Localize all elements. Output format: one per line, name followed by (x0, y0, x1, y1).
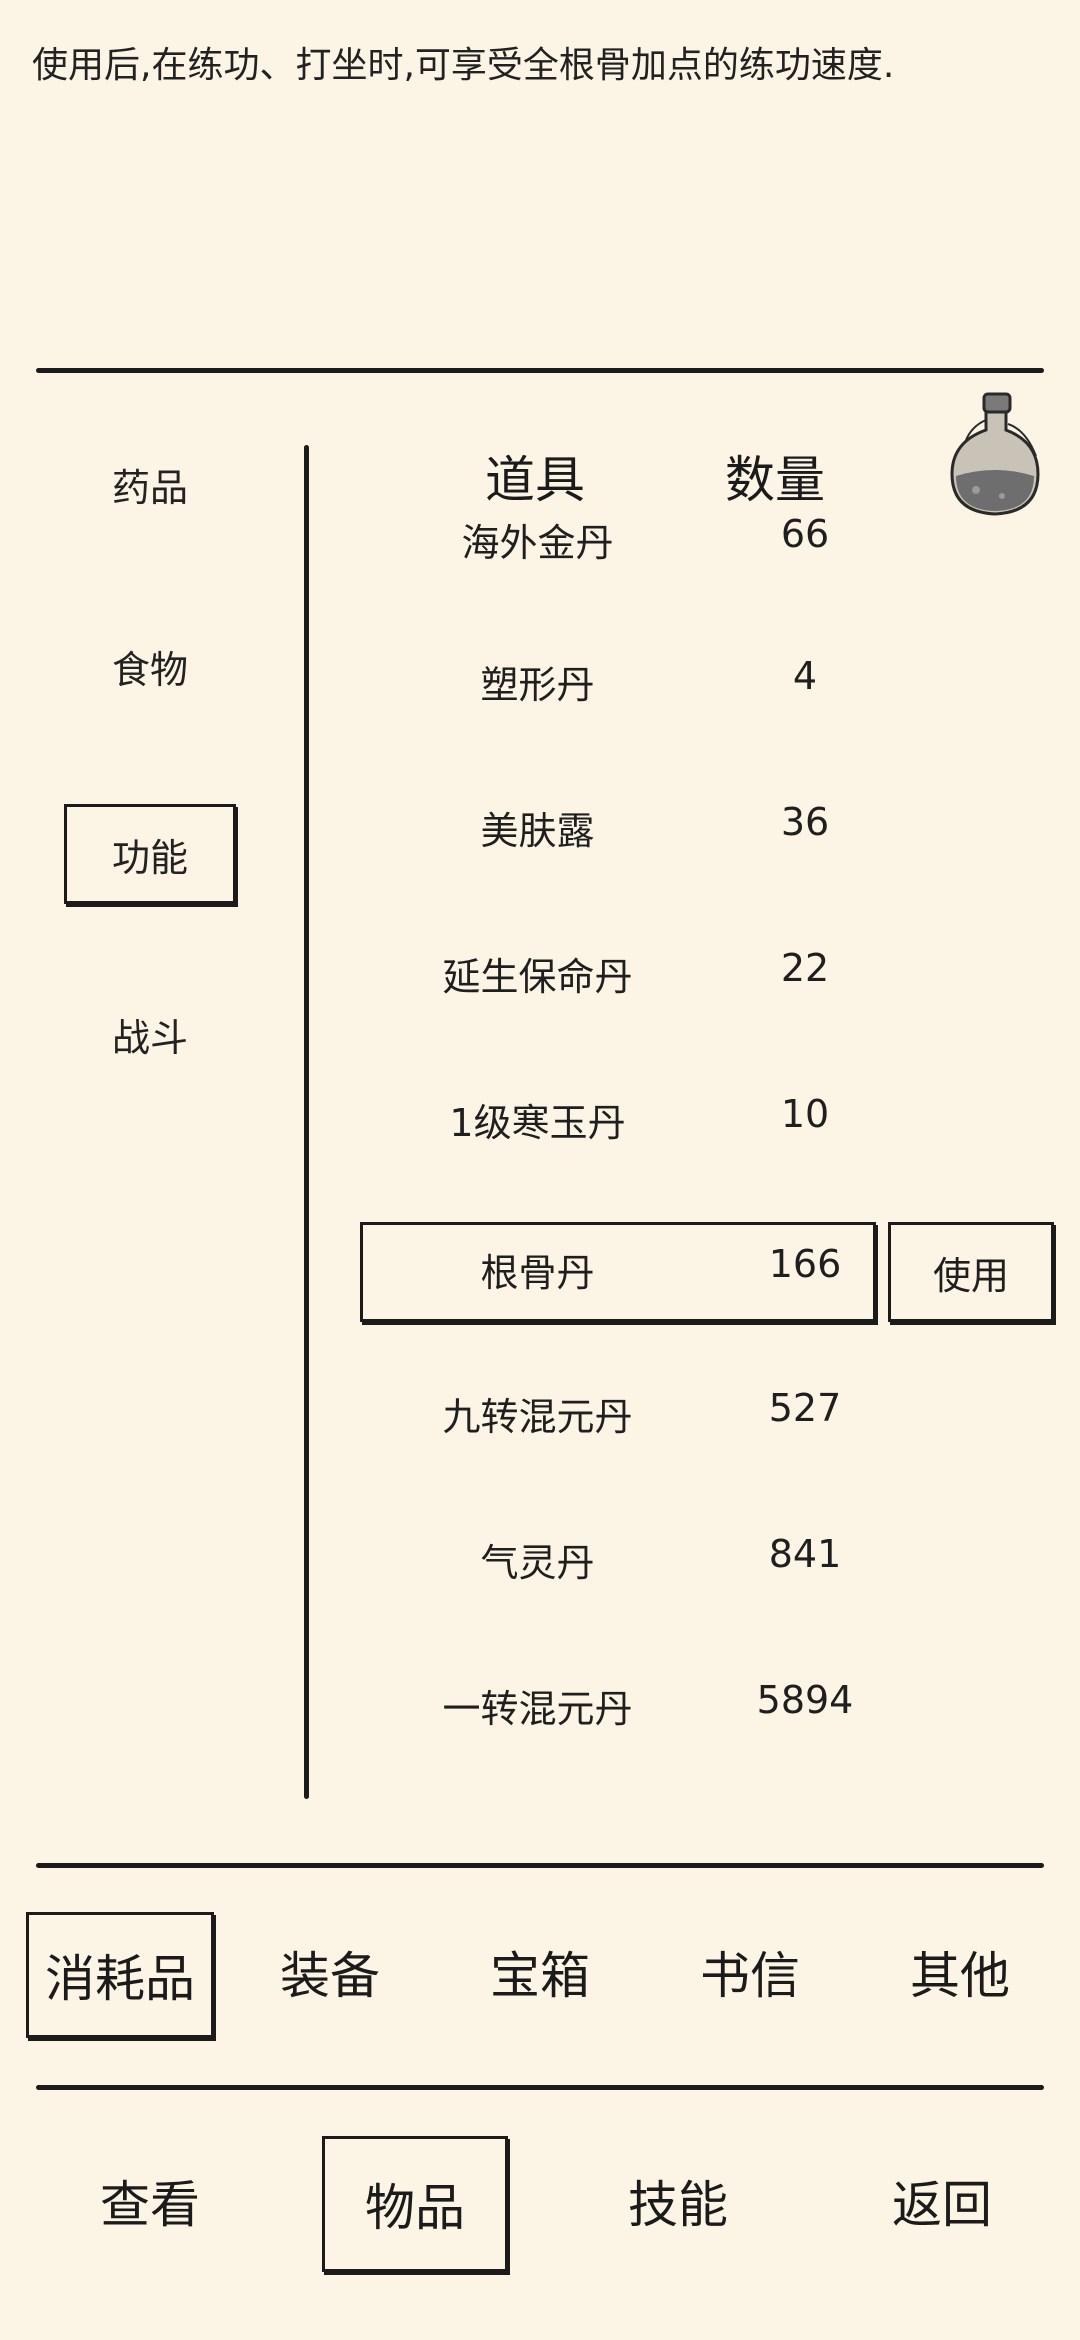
selected-row-frame (360, 1222, 876, 1322)
list-item[interactable]: 塑形丹 4 (330, 630, 1080, 730)
tab-other[interactable]: 其他 (910, 1947, 1010, 2005)
item-qty: 36 (780, 800, 830, 844)
header-quantity: 数量 (725, 451, 825, 509)
list-item[interactable]: 延生保命丹 22 (330, 922, 1080, 1022)
item-name: 海外金丹 (461, 521, 614, 565)
potion-bottle-icon (950, 392, 1040, 516)
tab-treasure-chest[interactable]: 宝箱 (490, 1947, 590, 2005)
item-qty: 841 (768, 1532, 842, 1576)
list-item[interactable]: 美肤露 36 (330, 776, 1080, 876)
divider-top (36, 368, 1044, 373)
list-item-selected[interactable]: 根骨丹 166 使用 (330, 1222, 1080, 1322)
nav-skills[interactable]: 技能 (628, 2176, 728, 2234)
category-combat[interactable]: 战斗 (111, 1015, 188, 1060)
nav-view[interactable]: 查看 (100, 2176, 200, 2234)
tab-consumables[interactable]: 消耗品 (26, 1912, 214, 2038)
list-item-partial[interactable]: 海外金丹 66 (330, 488, 1080, 588)
use-button[interactable]: 使用 (888, 1222, 1054, 1322)
item-qty: 166 (768, 1242, 842, 1286)
item-qty: 10 (780, 1092, 830, 1136)
vertical-divider (304, 445, 309, 1799)
item-qty: 22 (780, 946, 830, 990)
item-name: 美肤露 (480, 809, 595, 853)
item-qty: 4 (792, 654, 818, 698)
item-name: 塑形丹 (480, 663, 595, 707)
divider-middle (36, 1863, 1044, 1868)
item-name: 一转混元丹 (442, 1687, 633, 1731)
item-qty: 66 (780, 512, 830, 556)
item-name: 1级寒玉丹 (449, 1101, 626, 1145)
tab-letters[interactable]: 书信 (700, 1947, 800, 2005)
item-name: 根骨丹 (480, 1251, 595, 1295)
list-item[interactable]: 一转混元丹 5894 (330, 1654, 1080, 1754)
list-item[interactable]: 九转混元丹 527 (330, 1362, 1080, 1462)
list-item[interactable]: 气灵丹 841 (330, 1508, 1080, 1608)
category-function[interactable]: 功能 (64, 804, 236, 904)
tab-equipment[interactable]: 装备 (280, 1947, 380, 2005)
item-qty: 527 (768, 1386, 842, 1430)
item-description: 使用后,在练功、打坐时,可享受全根骨加点的练功速度. (32, 45, 895, 86)
header-item: 道具 (485, 451, 585, 509)
item-name: 气灵丹 (480, 1541, 595, 1585)
nav-back[interactable]: 返回 (892, 2176, 992, 2234)
item-list[interactable]: 海外金丹 66 塑形丹 4 美肤露 36 延生保命丹 22 1级寒玉丹 10 根… (330, 512, 1080, 1830)
category-medicine[interactable]: 药品 (111, 465, 188, 510)
category-food[interactable]: 食物 (111, 647, 188, 692)
item-name: 九转混元丹 (442, 1395, 633, 1439)
nav-items[interactable]: 物品 (322, 2136, 508, 2272)
item-qty: 5894 (756, 1678, 854, 1722)
item-name: 延生保命丹 (442, 955, 633, 999)
divider-bottom (36, 2085, 1044, 2090)
list-item[interactable]: 1级寒玉丹 10 (330, 1068, 1080, 1168)
